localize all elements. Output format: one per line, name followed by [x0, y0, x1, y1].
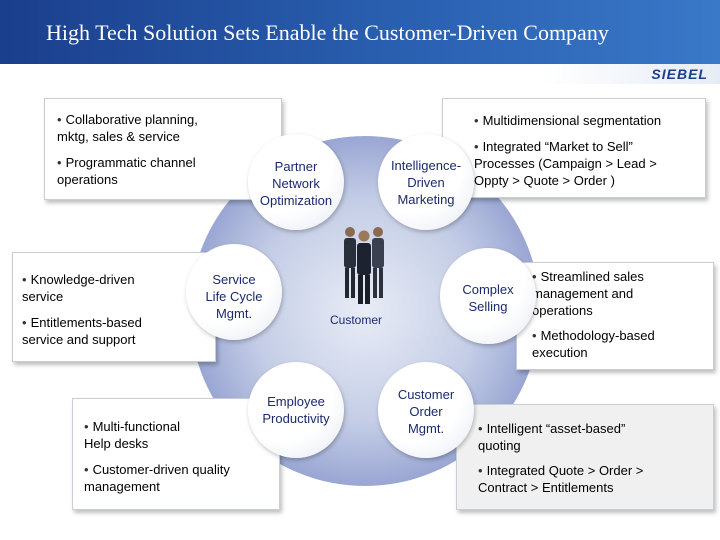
partner-bullet-2: •Programmatic channel operations [57, 155, 196, 187]
selling-bullet-2: •Methodology-based execution [532, 328, 655, 360]
partner-node [248, 134, 344, 230]
selling-bullet-1: •Streamlined sales management and operat… [532, 269, 644, 318]
slide-title: High Tech Solution Sets Enable the Custo… [46, 20, 609, 45]
service-node [186, 244, 282, 340]
employee-bullet-1: •Multi-functional Help desks [84, 419, 180, 451]
selling-node-label: Complex Selling [462, 282, 514, 314]
siebel-logo: SIEBEL [651, 66, 708, 82]
partner-bullet-1: •Collaborative planning, mktg, sales & s… [57, 112, 198, 144]
employee-bullet-2: •Customer-driven quality management [84, 462, 230, 494]
marketing-node-label: Intelligence- Driven Marketing [390, 158, 462, 207]
service-bullet-1: •Knowledge-driven service [22, 272, 135, 304]
employee-node-label: Employee Productivity [262, 394, 330, 426]
order-bullet-2: •Integrated Quote > Order > Contract > E… [478, 463, 644, 495]
partner-node-label: Partner Network Optimization [259, 159, 333, 208]
marketing-bullet-2: •Integrated “Market to Sell” Processes (… [474, 139, 657, 188]
selling-node [440, 248, 536, 344]
marketing-box [442, 98, 706, 198]
service-bullet-2: •Entitlements-based service and support [22, 315, 142, 347]
order-bullet-1: •Intelligent “asset-based” quoting [478, 421, 626, 453]
marketing-node [378, 134, 474, 230]
customer-label: Customer [330, 313, 383, 327]
employee-box [72, 398, 280, 510]
order-node [378, 362, 474, 458]
selling-box [516, 262, 714, 370]
order-box [456, 404, 714, 510]
title-banner [0, 0, 720, 64]
service-node-label: Service Life Cycle Mgmt. [205, 272, 263, 321]
partner-box [44, 98, 282, 200]
marketing-bullet-1: •Multidimensional segmentation [474, 113, 662, 128]
service-box [12, 252, 216, 362]
logo-bar [0, 64, 720, 84]
employee-node [248, 362, 344, 458]
order-node-label: Customer Order Mgmt. [397, 387, 455, 436]
customer-people-icon [344, 227, 384, 304]
